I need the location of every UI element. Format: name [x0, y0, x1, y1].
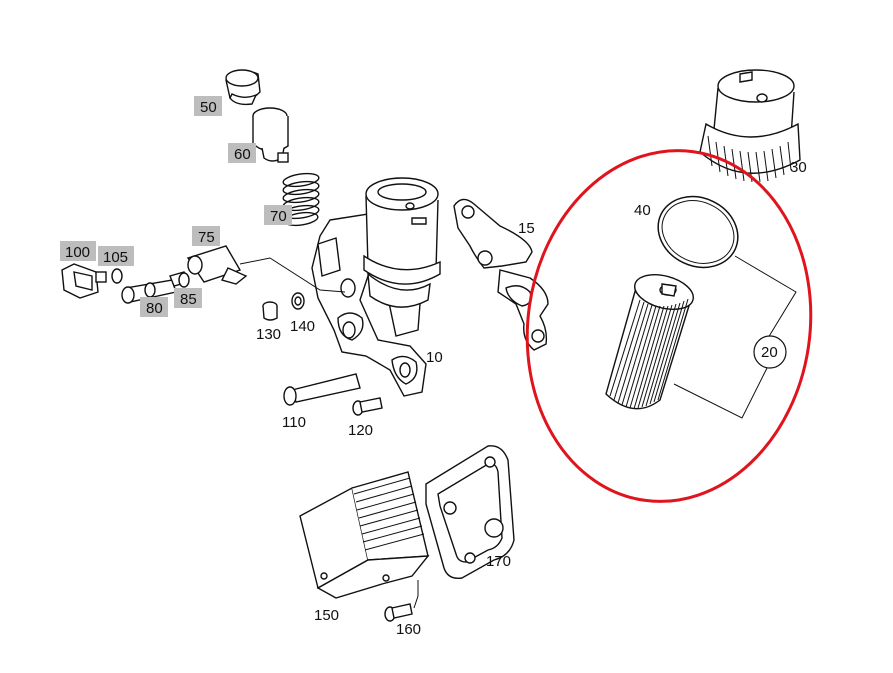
label-30: 30: [790, 159, 807, 176]
part-160-bolt[interactable]: [384, 580, 419, 622]
part-170-gasket[interactable]: [425, 445, 515, 579]
part-85-ring[interactable]: [178, 272, 190, 288]
part-120-bolt[interactable]: [352, 397, 383, 416]
label-15: 15: [518, 220, 535, 237]
svg-text:60: 60: [234, 146, 251, 163]
label-110: 110: [282, 414, 306, 431]
part-10-housing[interactable]: [311, 177, 441, 397]
label-140: 140: [290, 318, 315, 335]
part-40-o-ring[interactable]: [646, 184, 749, 280]
label-170: 170: [486, 553, 511, 570]
label-105: 105: [98, 246, 134, 266]
svg-text:85: 85: [180, 291, 197, 308]
part-100-sensor[interactable]: [61, 263, 107, 299]
part-105-ring[interactable]: [111, 268, 123, 284]
label-160: 160: [396, 621, 421, 638]
part-50-cap[interactable]: [225, 69, 261, 106]
label-80: 80: [140, 297, 168, 317]
svg-text:70: 70: [270, 208, 287, 225]
label-70: 70: [264, 205, 292, 225]
part-140-washer[interactable]: [291, 292, 305, 310]
label-50: 50: [194, 96, 222, 116]
part-150-oil-cooler[interactable]: [299, 471, 430, 599]
label-130: 130: [256, 326, 281, 343]
label-100: 100: [60, 241, 96, 261]
part-15-gasket[interactable]: [453, 198, 549, 351]
part-60-valve[interactable]: [252, 107, 289, 163]
label-20: 20: [761, 344, 778, 361]
highlight-ring: [525, 149, 813, 503]
svg-text:100: 100: [65, 244, 90, 261]
svg-text:75: 75: [198, 229, 215, 246]
part-75-leader: [239, 257, 346, 293]
callout-20: 20: [753, 335, 787, 369]
part-30-filter-cap[interactable]: [699, 69, 801, 183]
svg-text:80: 80: [146, 300, 163, 317]
label-120: 120: [348, 422, 373, 439]
label-40: 40: [634, 202, 651, 219]
callout-20-leaders: [673, 255, 797, 419]
svg-text:50: 50: [200, 99, 217, 116]
label-10: 10: [426, 349, 443, 366]
part-20-filter-element[interactable]: [605, 269, 697, 410]
part-110-bolt[interactable]: [283, 373, 361, 406]
label-150: 150: [314, 607, 339, 624]
part-130-plug[interactable]: [262, 301, 278, 321]
label-85: 85: [174, 288, 202, 308]
svg-text:105: 105: [103, 249, 128, 266]
part-75-valve[interactable]: [186, 245, 248, 285]
label-60: 60: [228, 143, 256, 163]
label-75: 75: [192, 226, 220, 246]
